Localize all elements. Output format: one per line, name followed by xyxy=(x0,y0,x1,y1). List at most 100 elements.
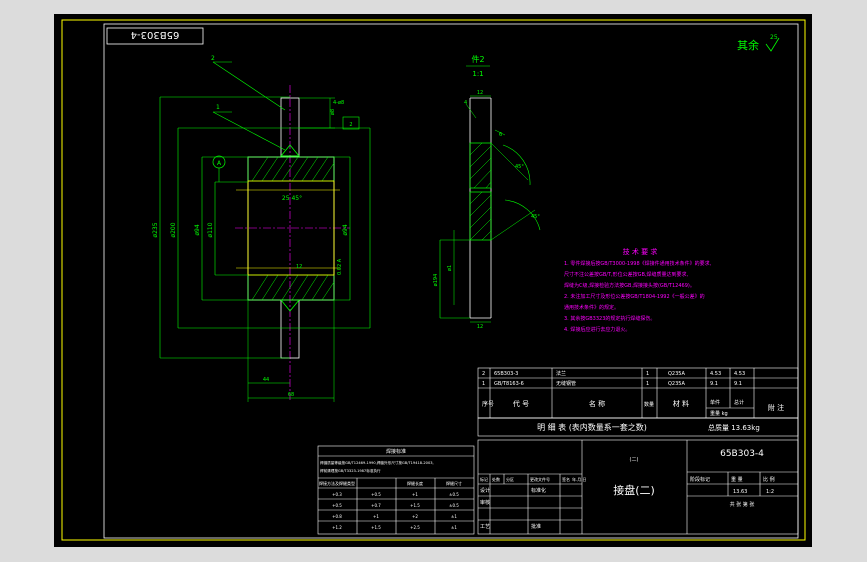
bom-row-2-qty: 1 xyxy=(646,371,649,377)
bom-row-1-material: Q235A xyxy=(668,381,685,387)
title-scale-value: 1:2 xyxy=(766,489,774,495)
section-dim-l2: 4 xyxy=(464,100,467,106)
title-scale-label: 比 例 xyxy=(763,476,775,483)
drawing-number-stamp xyxy=(106,27,204,45)
bom-row-1-code: GB/T8163-6 xyxy=(494,381,524,387)
dim-hole-right: ø94 xyxy=(342,224,349,235)
title-weight-label: 重 量 xyxy=(731,476,743,483)
weld-table xyxy=(317,445,475,535)
title-stage-label: 阶段标记 xyxy=(690,476,710,483)
weld-cell: +0.3 xyxy=(332,492,342,497)
weld-cell: +0.7 xyxy=(371,503,381,508)
section-scale: 1:1 xyxy=(472,70,483,78)
bom-row-1-qty: 1 xyxy=(646,381,649,387)
title-col-count: 处数 xyxy=(492,476,500,482)
tech-req-line: 焊缝为C级,焊接检验方法按GB,焊接接头按(GB/T12469)。 xyxy=(564,282,695,289)
bom-row-2-material: Q235A xyxy=(668,371,685,377)
weld-title: 焊接标准 xyxy=(386,448,406,455)
title-col-date: 年.月.日 xyxy=(572,476,587,482)
dim-width: 68 xyxy=(288,392,294,398)
weld-cell: +1 xyxy=(373,514,379,519)
section-title: 件2 xyxy=(471,54,484,64)
weld-cell: +0.5 xyxy=(332,503,342,508)
tech-req-line: 1. 零件焊接后按GB/T3000-1998《焊接件通用技术条件》的要求, xyxy=(564,260,712,267)
dim-height: ø235 xyxy=(152,222,159,237)
bom-row-1-w2: 9.1 xyxy=(734,381,742,387)
weld-header-0: 焊接方法及焊缝类型 xyxy=(319,480,355,486)
section-angle-bottom: 45° xyxy=(531,214,540,220)
bom-header-qty: 数量 xyxy=(644,401,654,408)
weld-cell: ±0.5 xyxy=(449,503,459,508)
weld-cell: +1.2 xyxy=(332,525,342,530)
section-dim-l1: 6 xyxy=(499,132,502,138)
weld-cell: +1.5 xyxy=(371,525,381,530)
title-approve-label: 批准 xyxy=(531,523,541,530)
outer-frame xyxy=(61,19,806,541)
section-dim-bottom: 12 xyxy=(477,324,483,330)
section-dim-top: 12 xyxy=(477,90,483,96)
bom-header-code: 代 号 xyxy=(513,399,529,408)
surface-value: 25 xyxy=(770,34,778,41)
bom-total-weight: 总质量 13.63kg xyxy=(708,423,760,432)
tech-req-line: 通用技术条件》的规定。 xyxy=(564,304,619,311)
title-sheet-label: 共 张 第 张 xyxy=(730,501,755,508)
surface-note: 其余 xyxy=(737,38,759,52)
bom-row-2-no: 2 xyxy=(482,371,485,377)
bom-row-1-no: 1 xyxy=(482,381,485,387)
weld-cell: +2 xyxy=(412,514,418,519)
bom-row-2-w2: 4.53 xyxy=(734,371,745,377)
weld-rows: +0.3 +0.5 +1 ±0.5 +0.5 +0.7 +1.5 ±0.5 +0… xyxy=(332,492,459,530)
weld-cell: ±1 xyxy=(451,525,457,530)
label-part-2: 2 xyxy=(211,55,215,62)
title-weight-value: 13.63 xyxy=(733,489,747,495)
tech-req-line: 4. 焊接后应进行去应力退火。 xyxy=(564,326,630,333)
weld-header-3: 焊缝尺寸 xyxy=(446,480,462,486)
weld-cell: ±0.5 xyxy=(449,492,459,497)
dim-small: 12 xyxy=(296,264,302,270)
datum-a-label: A xyxy=(217,160,222,167)
dim-top: 4-ø8 xyxy=(333,100,344,106)
title-block xyxy=(477,439,799,535)
title-row-mark: 标记 xyxy=(480,476,488,482)
dim-offset: 44 xyxy=(263,377,269,383)
title-std-label: 标准化 xyxy=(531,487,546,494)
tech-req-line: 3. 其余按GB3323的规定执行焊缝探伤。 xyxy=(564,315,655,322)
bom-row-2-code: 65B303-3 xyxy=(494,371,518,377)
tech-req-title: 技 术 要 求 xyxy=(623,247,658,256)
section-angle-top: 45° xyxy=(515,164,524,170)
dim-hole-left: ø94 xyxy=(194,224,201,235)
weld-note-1: 焊缝质量等级按GB/T12469-1990,焊缝外形尺寸按GB/T19418-2… xyxy=(320,460,434,465)
dim-height-b: ø8 xyxy=(330,109,336,115)
bom-row-1-w1: 9.1 xyxy=(710,381,718,387)
dim-inner: ø200 xyxy=(170,222,177,237)
tech-req-line: 2. 未注加工尺寸及形位公差按GB/T1804-1992《一般公差》的 xyxy=(564,293,705,300)
section-dim-small: ø1 xyxy=(447,265,453,271)
dim-bore: ø110 xyxy=(207,222,214,237)
bom-header-note: 附 注 xyxy=(768,403,784,412)
inner-frame xyxy=(103,23,799,539)
bom-row-2-name: 法兰 xyxy=(556,370,566,377)
drawing-sheet xyxy=(54,14,812,547)
tech-req-lines: 1. 零件焊接后按GB/T3000-1998《焊接件通用技术条件》的要求, 尺寸… xyxy=(564,260,712,333)
title-drawing-no: 65B303-4 xyxy=(720,449,764,459)
title-row-review: 审核 xyxy=(480,499,490,506)
bom-row-1-name: 无缝钢管 xyxy=(556,380,576,387)
dim-tol-right: 0.02 A xyxy=(337,258,343,275)
title-scale-hint: (二) xyxy=(630,457,639,463)
bom-header-no: 序号 xyxy=(482,400,494,408)
title-col-change: 更改文件号 xyxy=(530,476,550,482)
bom-header-total: 总计 xyxy=(734,399,744,406)
title-col-sign: 签名 xyxy=(562,476,570,482)
label-part-1: 1 xyxy=(216,104,220,111)
weld-cell: +2.5 xyxy=(410,525,420,530)
title-col-zone: 分区 xyxy=(506,476,514,482)
weld-cell: +1 xyxy=(412,492,418,497)
bom-header-weight: 重量 kg xyxy=(710,410,728,417)
tech-req-line: 尺寸不注公差按GB/T,形位公差按GB,焊缝质量达到要求, xyxy=(564,271,689,278)
weld-cell: +1.5 xyxy=(410,503,420,508)
bom-header-single: 单件 xyxy=(710,399,720,406)
bom-table xyxy=(477,367,799,437)
title-row-design: 设计 xyxy=(480,487,490,494)
stamp-number: 65B303-4 xyxy=(131,29,180,40)
